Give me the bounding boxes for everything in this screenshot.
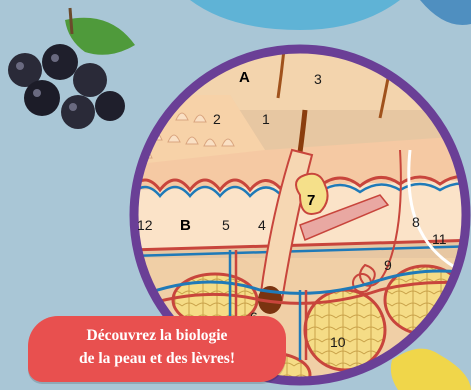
number-label-4: 4 xyxy=(258,217,266,233)
layer-label-a: A xyxy=(239,69,250,86)
caption-bubble: Découvrez la biologie de la peau et des … xyxy=(28,316,286,382)
grapes-illustration xyxy=(8,8,135,129)
number-label-8: 8 xyxy=(412,214,420,230)
number-label-7: 7 xyxy=(307,192,315,209)
number-label-5: 5 xyxy=(222,217,230,233)
number-label-9: 9 xyxy=(384,257,392,273)
layer-label-b: B xyxy=(180,217,191,234)
number-label-2: 2 xyxy=(213,111,221,127)
number-label-11: 11 xyxy=(432,231,447,247)
number-label-12: 12 xyxy=(137,217,153,233)
top-blue-shape xyxy=(190,0,400,30)
number-label-10: 10 xyxy=(330,334,346,350)
caption-line-2: de la peau et des lèvres! xyxy=(28,347,286,370)
bottom-right-banana xyxy=(391,349,471,390)
number-label-3: 3 xyxy=(314,71,322,87)
number-label-1: 1 xyxy=(262,111,270,127)
top-right-leaf xyxy=(420,0,471,25)
caption-text: Découvrez la biologie de la peau et des … xyxy=(28,324,286,370)
caption-line-1: Découvrez la biologie xyxy=(28,324,286,347)
